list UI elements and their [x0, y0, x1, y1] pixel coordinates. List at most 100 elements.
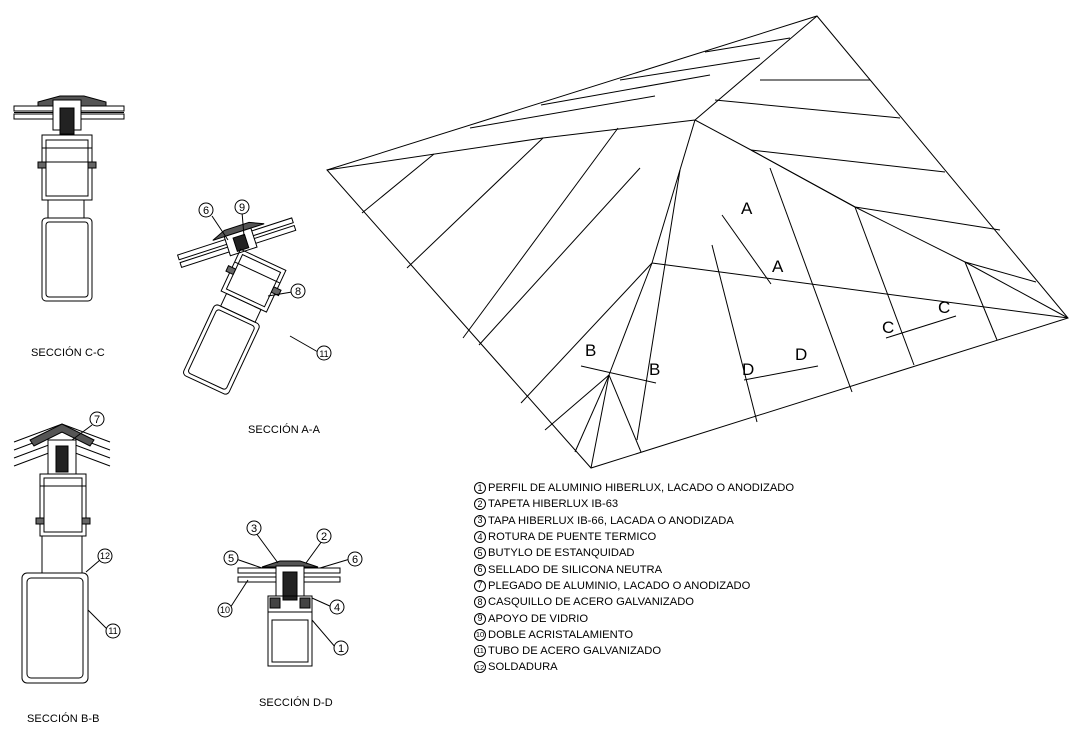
cut-label-a1: A: [741, 199, 753, 218]
hip-ridge: [694, 119, 752, 151]
rafter: [704, 37, 791, 53]
legend-text: TUBO DE ACERO GALVANIZADO: [488, 645, 662, 658]
legend-text: DOBLE ACRISTALAMIENTO: [488, 628, 634, 641]
callout-5: 5: [228, 553, 234, 565]
callout-circle: [223, 550, 239, 566]
section-cc-drawing: [13, 95, 125, 302]
legend-num: 2: [474, 498, 486, 511]
callout-3: 3: [251, 523, 257, 535]
legend-num: 4: [474, 531, 486, 544]
section-bb-title: SECCIÓN B-B: [27, 713, 100, 725]
callout-4: 4: [334, 602, 340, 614]
legend-text: CASQUILLO DE ACERO GALVANIZADO: [488, 596, 694, 609]
legend-num: 10: [474, 628, 486, 641]
legend-text: TAPA HIBERLUX IB-66, LACADA O ANODIZADA: [488, 514, 734, 527]
rafter: [750, 149, 946, 173]
cut-label-b2: B: [649, 360, 660, 379]
rafter: [636, 169, 681, 441]
roof-plan: [326, 15, 1069, 469]
legend-num: 1: [474, 482, 486, 495]
rafter: [462, 127, 619, 339]
callout-2: 2: [321, 531, 327, 543]
callout-1: 1: [338, 643, 344, 655]
section-dd-drawing: [229, 532, 351, 667]
cut-line-a: [721, 214, 772, 285]
legend-text: PERFIL DE ALUMINIO HIBERLUX, LACADO O AN…: [488, 482, 795, 495]
rafter: [964, 261, 998, 341]
section-bb-callouts: 7 12 11: [89, 411, 121, 639]
callout-circle: [89, 411, 105, 427]
legend-item: 10 DOBLE ACRISTALAMIENTO: [474, 627, 794, 643]
hip-bottom-left: [590, 119, 696, 469]
legend-num: 8: [474, 596, 486, 609]
rafter: [540, 74, 711, 106]
rafter: [769, 167, 853, 393]
cut-label-c1: C: [882, 318, 894, 337]
rafter: [574, 374, 610, 453]
cut-labels: A A B B C C D D: [585, 199, 950, 379]
callout-10: 10: [220, 605, 230, 615]
hip-bottom-right: [750, 149, 856, 208]
rafter: [854, 206, 915, 366]
legend-num: 7: [474, 579, 486, 592]
rafter: [619, 57, 761, 81]
legend-num: 11: [474, 645, 486, 658]
rafter: [711, 244, 758, 423]
legend-text: TAPETA HIBERLUX IB-63: [488, 498, 619, 511]
rafter: [478, 167, 641, 346]
callout-circle: [347, 551, 363, 567]
legend-num: 9: [474, 612, 486, 625]
cut-line-c: [885, 315, 957, 339]
callout-circle: [329, 599, 345, 615]
callout-circle: [290, 283, 306, 299]
cut-label-c2: C: [938, 298, 950, 317]
rafter: [520, 262, 653, 404]
callout-circle: [234, 199, 250, 215]
callout-9: 9: [239, 202, 245, 214]
legend-num: 5: [474, 547, 486, 560]
callout-circle: [246, 520, 262, 536]
callout-circle: [333, 640, 349, 656]
hip-right: [750, 149, 1069, 319]
section-aa-drawing: [176, 211, 319, 395]
callout-6: 6: [203, 205, 209, 217]
callout-7: 7: [94, 414, 100, 426]
legend-text: PLEGADO DE ALUMINIO, LACADO O ANODIZADO: [488, 579, 751, 592]
cut-line-b: [580, 365, 657, 384]
callout-11b: 11: [108, 626, 117, 636]
callout-12: 12: [100, 551, 110, 561]
cut-line-d: [743, 365, 819, 381]
cut-label-d2: D: [795, 345, 807, 364]
legend-num: 6: [474, 563, 486, 576]
legend-text: APOYO DE VIDRIO: [488, 612, 589, 625]
rafter: [406, 137, 544, 269]
section-cc-title: SECCIÓN C-C: [31, 347, 105, 359]
rafter: [608, 374, 642, 453]
rafter: [651, 262, 1069, 319]
legend-num: 12: [474, 661, 486, 674]
legend-item: 12 SOLDADURA: [474, 659, 794, 675]
legend-item: 11 TUBO DE ACERO GALVANIZADO: [474, 643, 794, 659]
legend-text: ROTURA DE PUENTE TERMICO: [488, 531, 657, 544]
callout-11: 11: [319, 349, 328, 359]
section-dd-callouts: 3 2 5 6 10 4 1: [217, 520, 363, 656]
callout-6b: 6: [352, 554, 358, 566]
rafter: [469, 95, 656, 129]
section-aa-title: SECCIÓN A-A: [248, 424, 321, 436]
callout-circle: [316, 528, 332, 544]
legend-num: 3: [474, 514, 486, 527]
rafter: [714, 99, 901, 119]
section-dd-title: SECCIÓN D-D: [259, 697, 333, 709]
rafter: [964, 261, 1037, 283]
callout-circle: [105, 623, 121, 639]
callout-circle: [217, 602, 233, 618]
legend-text: BUTYLO DE ESTANQUIDAD: [488, 547, 635, 560]
